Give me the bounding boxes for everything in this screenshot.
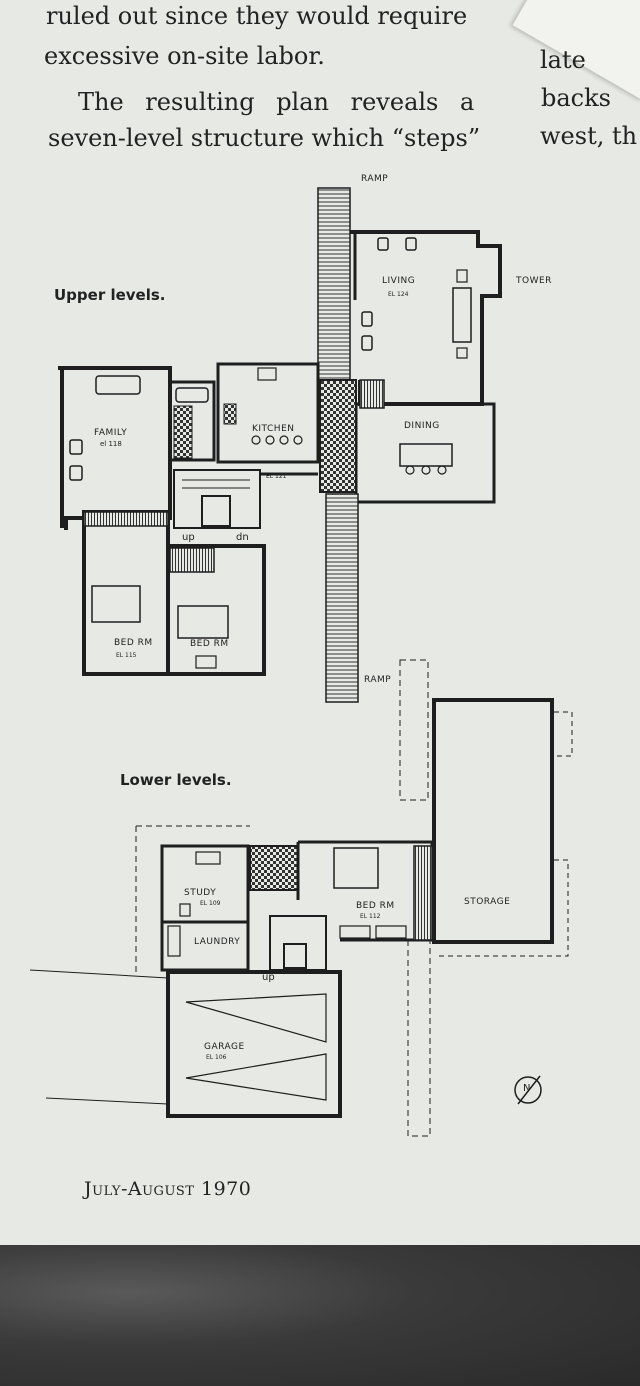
lower-ramp	[325, 493, 359, 703]
label-study: STUDY	[184, 888, 217, 898]
label-family: FAMILY	[94, 428, 128, 438]
label-bed-rm-2: BED RM	[190, 639, 229, 649]
label-dining: DINING	[404, 421, 440, 431]
label-bed-rm-3: BED RM	[356, 901, 395, 911]
body-line-1: ruled out since they would require	[46, 2, 468, 30]
label-living: LIVING	[382, 276, 416, 286]
label-tower: TOWER	[516, 276, 552, 286]
page-footer: July-August 1970	[84, 1178, 252, 1200]
label-ramp-bottom: RAMP	[364, 675, 392, 685]
label-bed-rm-3-el: EL 112	[360, 913, 381, 920]
magazine-page: ruled out since they would require exces…	[0, 0, 640, 1245]
upper-ramp	[317, 187, 351, 381]
label-garage: GARAGE	[204, 1042, 245, 1052]
label-garage-el: EL 106	[206, 1054, 227, 1061]
label-up: up	[182, 532, 195, 543]
label-family-el: el 118	[100, 440, 122, 448]
label-living-el: EL 124	[388, 291, 409, 298]
label-kitchen: KITCHEN	[252, 424, 295, 434]
label-up-lower: up	[262, 972, 275, 983]
label-dn: dn	[236, 532, 249, 543]
label-study-el: EL 109	[200, 900, 221, 907]
body-line-3: The resulting plan reveals a	[78, 88, 475, 116]
body-line-2: excessive on-site labor.	[44, 42, 325, 70]
label-bed-rm-1: BED RM	[114, 638, 153, 648]
label-laundry: LAUNDRY	[194, 937, 241, 947]
label-el-121: EL 121	[266, 473, 287, 480]
label-storage: STORAGE	[464, 897, 511, 907]
body-right-1: late	[540, 46, 586, 74]
north-arrow-icon: N	[523, 1083, 531, 1094]
dark-background	[0, 1230, 640, 1386]
heading-upper-levels: Upper levels.	[54, 286, 166, 304]
label-bed-rm-1-el: EL 115	[116, 652, 137, 659]
label-ramp-top: RAMP	[361, 174, 389, 184]
floor-plan-drawing	[29, 187, 573, 1137]
body-right-2: backs	[541, 84, 611, 112]
heading-lower-levels: Lower levels.	[120, 771, 232, 789]
body-right-3: west, th	[540, 122, 638, 150]
body-line-4: seven-level structure which “steps”	[48, 124, 481, 152]
